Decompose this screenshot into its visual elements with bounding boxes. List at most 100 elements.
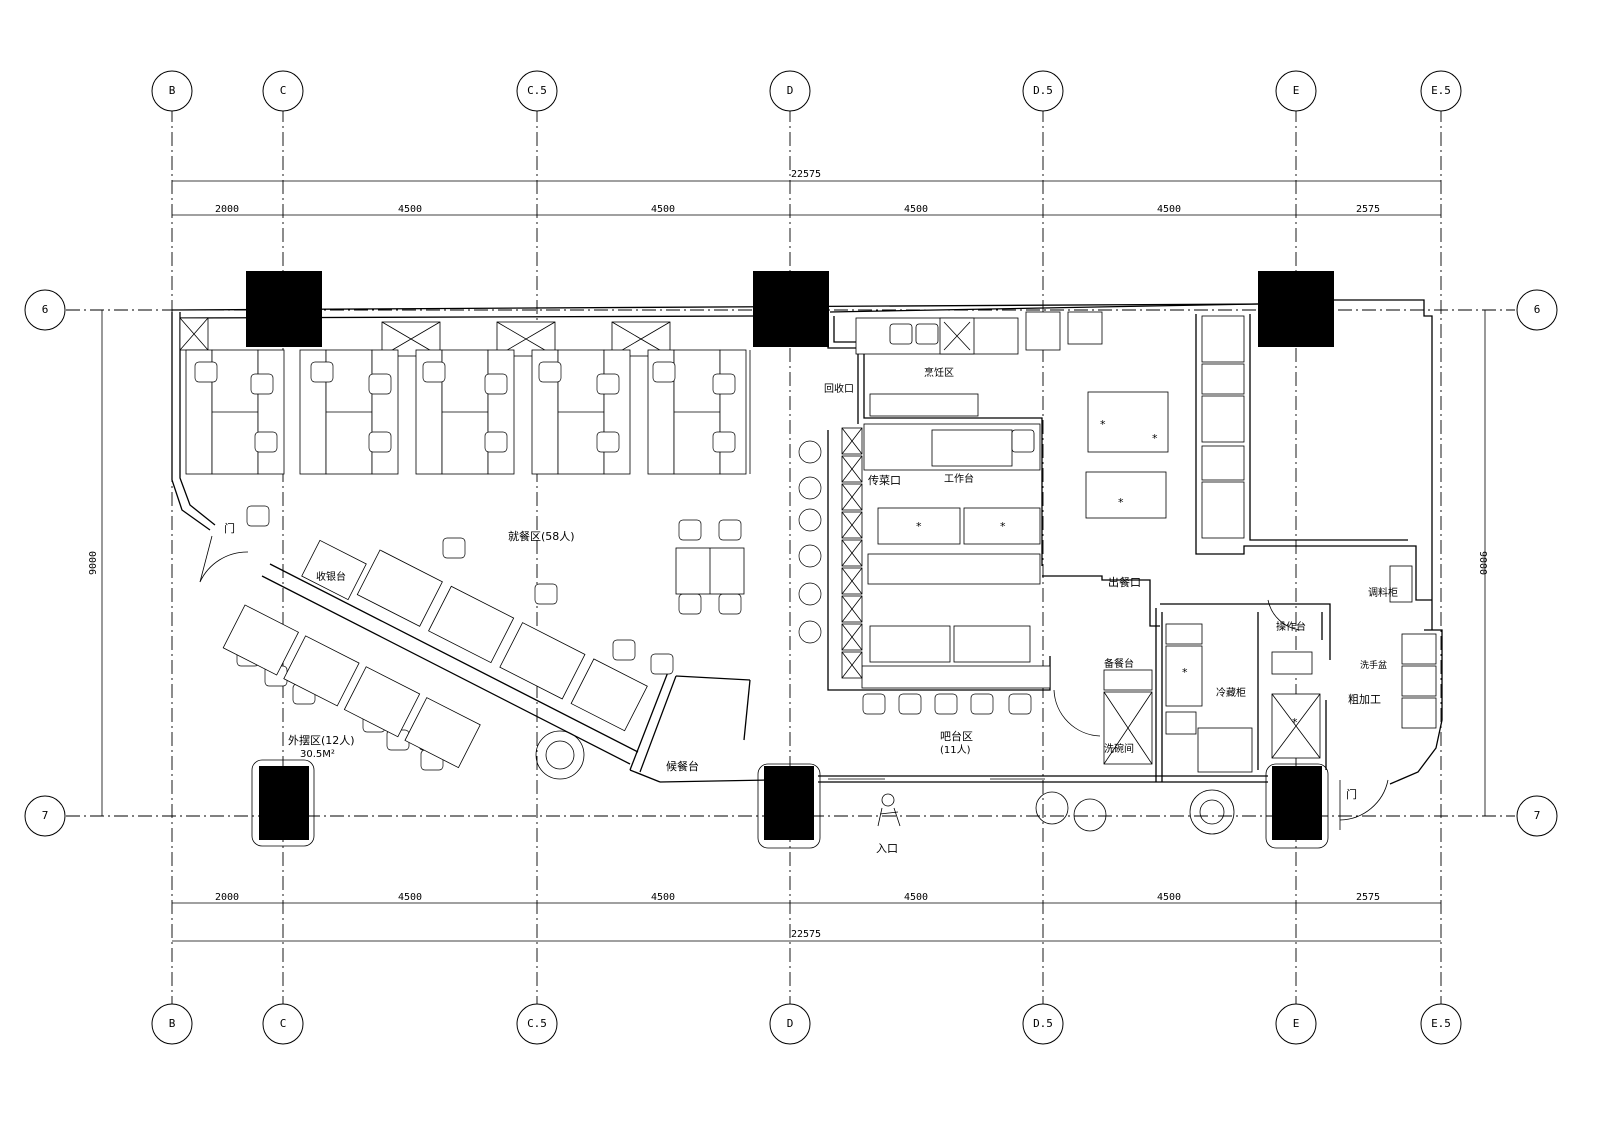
- bar-stool: [862, 693, 886, 715]
- dimension-height: 9000: [88, 551, 99, 575]
- booth-bench: [257, 349, 285, 475]
- axis-label: C: [280, 84, 287, 97]
- chair: [484, 373, 508, 395]
- axis-label: B: [169, 84, 176, 97]
- axis-label: 7: [42, 809, 49, 822]
- doors: [199, 535, 1389, 830]
- chair: [250, 373, 274, 395]
- wash-area-label: 洗碗间: [1104, 742, 1134, 755]
- chair: [254, 431, 278, 453]
- axis-bubble: [769, 1003, 811, 1045]
- axis-label: C: [280, 1017, 287, 1030]
- axis-bubbles-side: 6 7 6 7: [24, 289, 1558, 837]
- bar-stool: [798, 476, 822, 500]
- structural-column: [246, 271, 322, 347]
- return-window-label: 回收口: [824, 382, 854, 395]
- sink-icon: [1201, 445, 1245, 481]
- door-label: 门: [1346, 787, 1357, 801]
- serve-window-label: 出餐口: [1108, 575, 1141, 589]
- worktop-marker: *: [1000, 520, 1006, 533]
- chair: [650, 653, 674, 675]
- wall-segment: [1249, 314, 1408, 541]
- sink-area-label: 洗手盆: [1360, 659, 1387, 671]
- pantry-label: 调料柜: [1368, 586, 1398, 599]
- counter: [869, 393, 979, 417]
- chair: [534, 583, 558, 605]
- workbench-label: 操作台: [1276, 620, 1306, 633]
- bar-stool: [798, 508, 822, 532]
- dimension-segment: 2575: [1356, 204, 1380, 215]
- dimension-segment: 4500: [651, 892, 675, 903]
- axis-label: D.5: [1033, 1017, 1053, 1030]
- dimension-segment: 4500: [651, 204, 675, 215]
- workbench: [953, 625, 1031, 663]
- dining-table: [283, 635, 360, 707]
- worktop-marker: *: [1182, 666, 1188, 679]
- workbench: [877, 507, 961, 545]
- axis-label: B: [169, 1017, 176, 1030]
- wall-segment: [179, 312, 216, 526]
- bar-cabinet-cross: [841, 651, 863, 679]
- cashier-label: 收银台: [316, 570, 346, 583]
- booth-seating: [185, 349, 751, 475]
- sink-icon: [1025, 311, 1061, 351]
- axis-bubble: [24, 795, 66, 837]
- side-table-label: 候餐台: [666, 759, 699, 773]
- bar-stool: [798, 544, 822, 568]
- axis-bubble: [151, 1003, 193, 1045]
- plant-icon: [545, 740, 575, 770]
- bar-stool: [898, 693, 922, 715]
- wall-segment: [171, 312, 211, 531]
- dimension-height: 9000: [1477, 551, 1488, 575]
- pass-window-label: 传菜口: [868, 474, 901, 487]
- axis-bubble: [1275, 1003, 1317, 1045]
- axis-label: E.5: [1431, 84, 1451, 97]
- axis-bubble: [769, 70, 811, 112]
- chair: [538, 361, 562, 383]
- dimension-total: 22575: [791, 929, 821, 940]
- column-casing: [757, 763, 821, 849]
- outer-walls: [171, 299, 1443, 785]
- chair: [612, 639, 636, 661]
- dining-table: [570, 658, 648, 732]
- wall-segment: [629, 671, 669, 771]
- wall-segment: [1389, 629, 1443, 785]
- column-casing: [251, 759, 315, 847]
- axis-bubble: [1516, 289, 1558, 331]
- wall-segment: [629, 769, 661, 783]
- door-swing: [1267, 599, 1301, 631]
- sink-icon: [889, 323, 913, 345]
- chair: [678, 593, 702, 615]
- axis-bubble: [1275, 70, 1317, 112]
- axis-bubble: [1420, 70, 1462, 112]
- axis-label: 7: [1534, 809, 1541, 822]
- chair: [718, 593, 742, 615]
- structural-column: [259, 766, 309, 840]
- chair: [310, 361, 334, 383]
- wall-segment: [743, 679, 751, 741]
- dimension-segment: 4500: [398, 204, 422, 215]
- booth-bench: [371, 349, 399, 475]
- worktop-marker: *: [1100, 418, 1106, 431]
- area-labels: 就餐区(58人) 外摆区(12人) 30.5M² 吧台区 (11人) 入口 门 …: [224, 366, 1398, 855]
- door-swing: [1053, 689, 1101, 737]
- wall-segment: [269, 563, 639, 753]
- axis-label: 6: [42, 303, 49, 316]
- dining-table: [428, 585, 515, 664]
- sink-icon: [1271, 651, 1313, 675]
- side-table: [301, 539, 367, 601]
- workbench: [869, 625, 951, 663]
- bar-area-count: (11人): [940, 744, 971, 756]
- axis-label: 6: [1534, 303, 1541, 316]
- chair: [596, 373, 620, 395]
- worktop-marker: *: [1118, 496, 1124, 509]
- bar-cabinet-cross: [841, 427, 863, 455]
- cook-area-label: 烹饪区: [924, 366, 954, 379]
- workbench: [963, 507, 1041, 545]
- structural-column: [764, 766, 814, 840]
- plants: [535, 730, 1235, 835]
- dining-table: [343, 666, 421, 738]
- wall-segment: [639, 675, 677, 773]
